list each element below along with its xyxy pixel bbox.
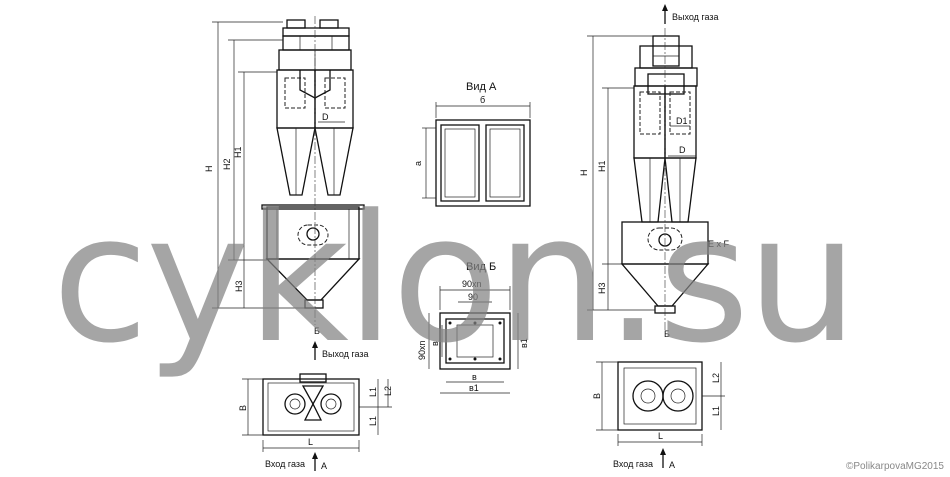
dim-v-bottom: в (472, 372, 477, 382)
view-a-drawing (422, 102, 531, 207)
dim-v-side: в (430, 341, 440, 346)
dim-H-right: H (579, 170, 589, 177)
view-b-title: Вид Б (466, 261, 496, 273)
dim-H1-left: H1 (233, 146, 243, 158)
gas-out-arrow-right (662, 4, 668, 24)
dim-90xn-top: 90xn (462, 279, 482, 289)
dim-H1-right: H1 (597, 160, 607, 172)
dim-v1-bottom: в1 (469, 383, 479, 393)
dim-H3-right: H3 (597, 282, 607, 294)
gas-in-arrow-left (312, 452, 318, 471)
gas-in-label-left: Вход газа (265, 459, 305, 469)
dim-v1-side: в1 (519, 338, 529, 348)
dim-H-left: H (204, 166, 214, 173)
view-b-drawing (428, 286, 519, 394)
dim-L1-right: L1 (711, 406, 721, 416)
dim-D1-right: D1 (676, 116, 688, 126)
dim-L-left: L (308, 437, 313, 447)
dim-D-left: D (322, 112, 329, 122)
left-cyclone-front-view (212, 16, 365, 325)
gas-out-label-left: Выход газа (322, 349, 369, 359)
dim-90xn-side: 90xn (417, 340, 427, 360)
dim-L-right: L (658, 431, 663, 441)
dim-b-view-a: б (480, 95, 485, 105)
gas-in-arrow-right (660, 448, 666, 468)
letter-a-right: А (669, 460, 675, 470)
gas-out-label-right: Выход газа (672, 12, 719, 22)
dim-L1-left-top: L1 (368, 387, 378, 397)
dim-H2-left: H2 (222, 158, 232, 170)
letter-a-left: А (321, 461, 327, 471)
gas-in-label-right: Вход газа (613, 459, 653, 469)
right-cyclone-front-view (587, 28, 710, 330)
copyright-text: ©PolikarpovaMG2015 (846, 461, 944, 472)
gas-out-arrow-left (312, 341, 318, 360)
dim-L2-left: L2 (383, 386, 393, 396)
view-a-title: Вид А (466, 81, 497, 93)
dim-B-left: B (238, 405, 248, 411)
dim-a-view-a: a (413, 161, 423, 166)
dim-L1-left-bottom: L1 (368, 416, 378, 426)
dim-ExF-right: E x F (708, 239, 730, 249)
right-cyclone-plan-view (596, 361, 725, 446)
left-cyclone-plan-view (242, 373, 392, 452)
letter-b-left: Б (314, 326, 320, 336)
dim-D-right: D (679, 145, 686, 155)
dim-L2-right: L2 (711, 373, 721, 383)
letter-b-right: Б (664, 329, 670, 339)
dim-H3-left: H3 (234, 280, 244, 292)
dim-B-right: B (592, 393, 602, 399)
dim-90-top: 90 (468, 292, 478, 302)
